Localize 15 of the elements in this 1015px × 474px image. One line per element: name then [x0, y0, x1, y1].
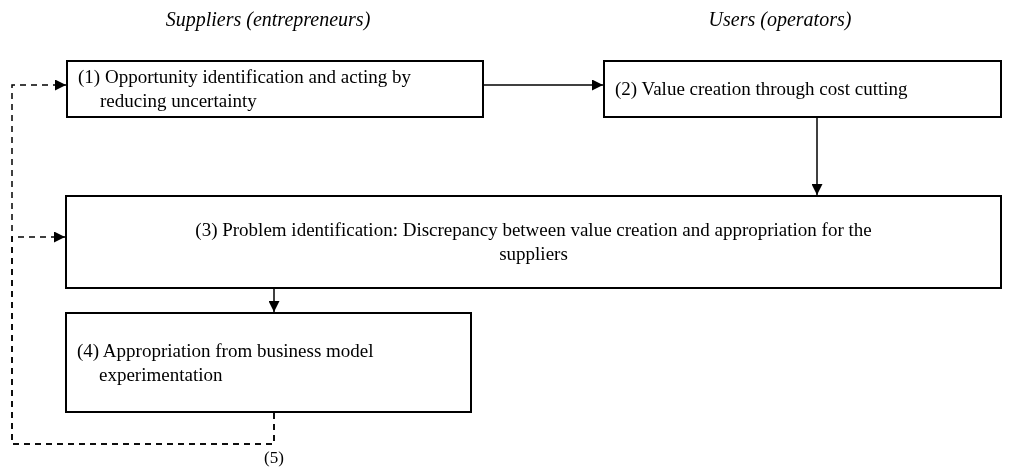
- dashed-arrow: [11, 231, 275, 445]
- process-box: [65, 195, 1002, 289]
- process-box: [603, 60, 1002, 118]
- column-heading: Suppliers (entrepreneurs): [165, 8, 371, 31]
- arrow: [268, 288, 280, 313]
- edge-label: (5): [264, 448, 284, 468]
- arrow: [811, 117, 823, 196]
- process-box: [66, 60, 484, 118]
- box-text: (1) Opportunity identification and acting by reducing uncertainty: [78, 65, 412, 113]
- box-text: (3) Problem identification: Discrepancy between value creation and appropriation for the suppliers: [194, 218, 873, 266]
- process-box: [65, 312, 472, 413]
- box-text: (4) Appropriation from business model experimentation: [77, 338, 375, 387]
- arrow: [483, 79, 604, 91]
- box-text: (2) Value creation through cost cutting: [615, 77, 908, 101]
- column-heading: Users (operators): [708, 8, 852, 31]
